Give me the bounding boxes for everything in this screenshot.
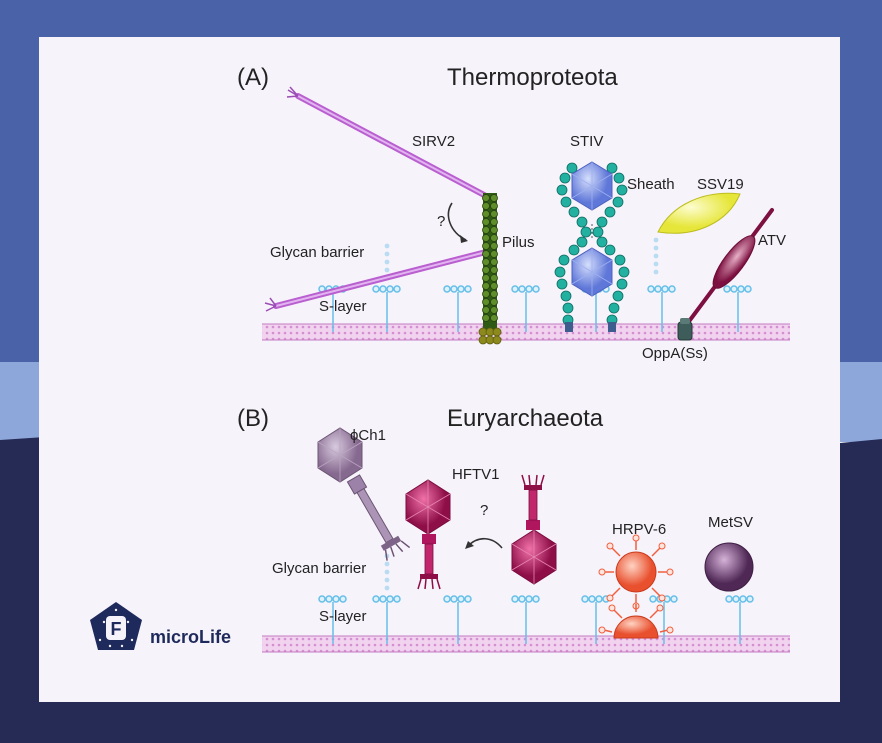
label-question-a: ? [437, 213, 446, 230]
label-ssv19: SSV19 [697, 176, 744, 193]
sirv2-virion [264, 86, 489, 312]
microlife-logo-icon: F [90, 602, 142, 650]
glycan-barrier-b [384, 553, 390, 591]
oppa-protein [677, 318, 693, 341]
hftv1-virion-right [511, 474, 557, 585]
label-sheath: Sheath [627, 176, 675, 193]
panel-a-letter: (A) [237, 64, 269, 91]
rotation-arrow-a [447, 202, 467, 241]
label-s-layer-b: S-layer [319, 608, 367, 625]
label-oppa: OppA(Ss) [642, 345, 708, 362]
glycan-barrier-a [384, 237, 659, 281]
metsv-virion [704, 542, 754, 592]
ssv19-virion [657, 192, 741, 234]
label-metsv: MetSV [708, 514, 754, 531]
pilus [478, 193, 502, 345]
label-question-b: ? [480, 502, 489, 519]
arrowhead-a [460, 235, 468, 243]
arrowhead-b [465, 541, 474, 549]
atv-virion [688, 208, 774, 322]
microlife-logo-text: microLife [150, 627, 232, 647]
s-layer-b [318, 595, 754, 644]
hrpv6-virion-bottom [598, 604, 674, 639]
label-s-layer-a: S-layer [319, 298, 367, 315]
label-glycan-barrier-a: Glycan barrier [270, 244, 365, 261]
label-hftv1: HFTV1 [452, 466, 500, 483]
hrpv6-virion-top [598, 534, 674, 610]
label-sirv2: SIRV2 [412, 133, 456, 150]
label-atv: ATV [758, 232, 787, 249]
label-hrpv6: HRPV-6 [612, 521, 667, 538]
figure-panel [39, 37, 840, 702]
stiv-virion [554, 161, 630, 332]
panel-b-title: Euryarchaeota [447, 405, 604, 432]
phich1-virion [317, 427, 411, 561]
logo-letter: F [111, 619, 122, 639]
rotation-arrow-b [467, 537, 503, 549]
panel-a-title: Thermoproteota [447, 64, 618, 91]
label-glycan-barrier-b: Glycan barrier [272, 560, 367, 577]
label-phich1: ϕCh1 [350, 427, 386, 444]
panel-b-letter: (B) [237, 405, 269, 432]
label-pilus: Pilus [502, 234, 535, 251]
hftv1-virion-left [405, 479, 451, 590]
label-stiv: STIV [570, 133, 604, 150]
